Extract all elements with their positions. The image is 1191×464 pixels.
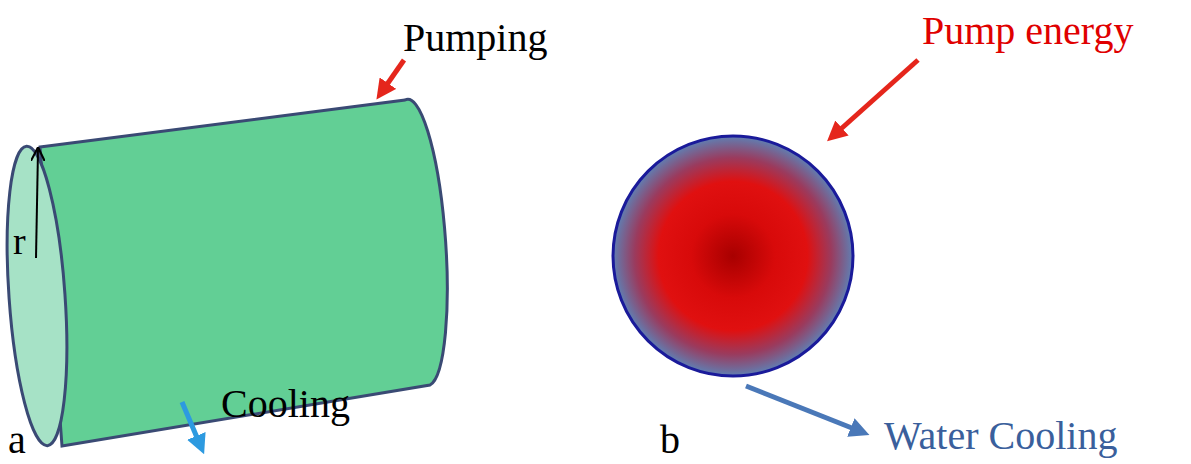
rod-end-face [0,144,75,447]
laser-rod [40,99,447,446]
rod-cross-section [613,136,853,376]
radius-arrow [36,150,38,258]
cooling-arrow [182,402,201,447]
cooling-label: Cooling [221,384,350,424]
water-cooling-arrow [746,386,862,432]
pump-energy-label: Pump energy [922,11,1133,51]
radius-label: r [13,222,26,260]
pump-label: Pumping [403,18,547,58]
pump-arrow [381,60,404,93]
pump-energy-arrow [833,60,918,136]
water-cooling-label: Water Cooling [884,416,1117,456]
panel-letter: b [660,420,680,460]
panel-letter: a [8,420,26,460]
